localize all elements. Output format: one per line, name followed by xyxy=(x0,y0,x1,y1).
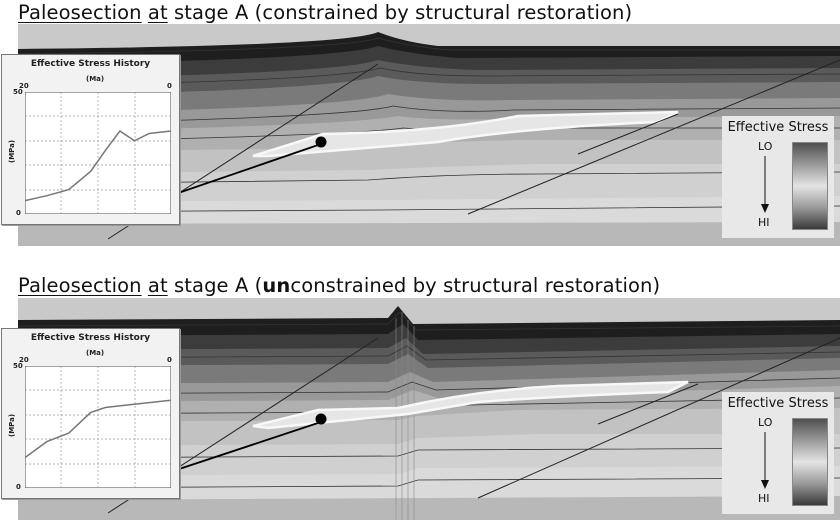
y-tick-top: 50 xyxy=(13,362,23,370)
legend-lo-label: LO xyxy=(758,416,773,429)
y-axis-unit: (MPa) xyxy=(8,413,16,437)
x-tick-right: 0 xyxy=(167,356,172,364)
title-word-at: at xyxy=(147,1,168,24)
x-tick-left: 20 xyxy=(19,356,29,364)
legend-arrow xyxy=(761,432,769,489)
panel-2-title: Paleosection at stage A (unconstrained b… xyxy=(18,274,660,297)
stress-history-plot-2 xyxy=(25,366,171,488)
legend-colorbar xyxy=(792,142,828,230)
title-rest: constrained by structural restoration) xyxy=(290,274,661,297)
x-tick-left: 20 xyxy=(19,82,29,90)
x-axis-unit: (Ma) xyxy=(86,349,105,357)
y-tick-top: 50 xyxy=(13,88,23,96)
leader-line xyxy=(151,421,322,479)
inset-title: Effective Stress History xyxy=(30,333,151,343)
legend-title: Effective Stress xyxy=(727,396,829,411)
y-axis-unit: (MPa) xyxy=(8,139,16,163)
stress-curve xyxy=(25,399,171,459)
well-marker xyxy=(315,136,327,148)
highlighted-layer xyxy=(252,380,689,430)
legend-1: Effective Stress LO HI xyxy=(722,116,834,238)
title-word-at: at xyxy=(147,274,168,297)
legend-hi-label: HI xyxy=(758,216,770,229)
title-word-paleosection: Paleosection xyxy=(18,1,142,24)
stress-curve xyxy=(25,129,171,202)
title-bold-un: un xyxy=(262,274,291,297)
paleosection-1 xyxy=(18,24,840,246)
stress-history-inset-2: Effective Stress History 20 (Ma) 0 50 0 … xyxy=(1,328,180,499)
stress-history-inset-1: Effective Stress History 20 (Ma) 0 50 0 … xyxy=(1,54,180,225)
paleosection-1-graphic xyxy=(18,24,840,246)
legend-hi-label: HI xyxy=(758,492,770,505)
inset-title: Effective Stress History xyxy=(30,59,151,69)
y-tick-bottom: 0 xyxy=(16,483,21,491)
legend-title: Effective Stress xyxy=(727,120,829,135)
legend-arrow xyxy=(761,156,769,213)
legend-lo-label: LO xyxy=(758,140,773,153)
stress-history-plot-1 xyxy=(25,92,171,214)
legend-2: Effective Stress LO HI xyxy=(722,392,834,514)
leader-line xyxy=(151,143,322,203)
title-mid: stage A ( xyxy=(167,274,263,297)
title-rest: stage A (constrained by structural resto… xyxy=(167,1,633,24)
legend-colorbar xyxy=(792,418,828,506)
well-marker xyxy=(315,413,327,425)
panel-1-title: Paleosection at stage A (constrained by … xyxy=(18,1,632,24)
x-tick-right: 0 xyxy=(167,82,172,90)
title-word-paleosection: Paleosection xyxy=(18,274,142,297)
y-tick-bottom: 0 xyxy=(16,209,21,217)
x-axis-unit: (Ma) xyxy=(86,75,105,83)
highlighted-layer xyxy=(252,110,679,158)
